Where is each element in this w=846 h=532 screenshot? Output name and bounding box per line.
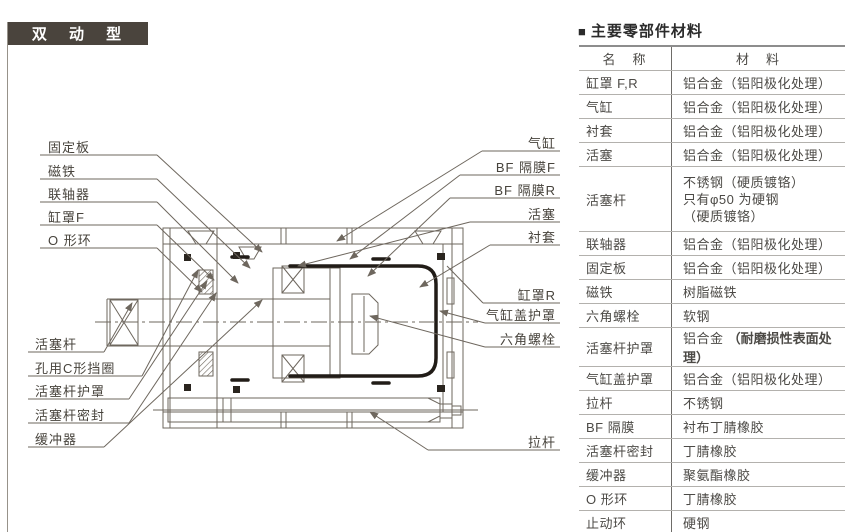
table-row: 活塞杆 不锈钢（硬质镀铬） 只有φ50 为硬钢 （硬质镀铬）: [579, 166, 845, 232]
part-name: 固定板: [579, 255, 672, 280]
page-title: 双 动 型: [31, 26, 131, 43]
part-name: 衬套: [579, 118, 672, 143]
part-name: 活塞杆护罩: [579, 327, 672, 367]
part-material: 铝合金（铝阳极化处理）: [671, 142, 845, 167]
part-name: 气缸: [579, 94, 672, 119]
part-name: BF 隔膜: [579, 414, 672, 439]
label-head-cover-guard: 气缸盖护罩: [486, 308, 556, 323]
part-material: 树脂磁铁: [671, 279, 845, 304]
part-name: 止动环: [579, 510, 672, 532]
part-material: 丁腈橡胶: [671, 486, 845, 511]
materials-table: 名 称 材 料 缸罩 F,R 铝合金（铝阳极化处理） 气缸 铝合金（铝阳极化处理…: [579, 45, 845, 532]
tie-rod-drawing: [153, 397, 478, 423]
label-head-cover-f: 缸罩F: [48, 210, 85, 225]
bf-diaphragm-drawing: [230, 255, 438, 385]
label-bushing: 衬套: [528, 230, 556, 245]
part-name: 六角螺栓: [579, 303, 672, 328]
part-material: 铝合金（铝阳极化处理）: [671, 255, 845, 280]
part-material: 丁腈橡胶: [671, 438, 845, 463]
part-name: 活塞杆密封: [579, 438, 672, 463]
label-coupling: 联轴器: [48, 187, 90, 202]
part-name: 磁铁: [579, 279, 672, 304]
label-tie-rod: 拉杆: [528, 435, 556, 450]
label-bf-diaphragm-f: BF 隔膜F: [496, 160, 556, 175]
label-o-ring: O 形环: [48, 233, 92, 248]
table-row: O 形环 丁腈橡胶: [579, 486, 845, 511]
label-cushion: 缓冲器: [35, 432, 77, 447]
table-row: BF 隔膜 衬布丁腈橡胶: [579, 414, 845, 439]
part-material: 铝合金（铝阳极化处理）: [671, 70, 845, 95]
cylinder-cross-section-diagram: 固定板 磁铁 联轴器 缸罩F O 形环 活塞杆 孔用C形挡圈 活塞杆护罩 活塞杆…: [28, 136, 560, 451]
part-name: 联轴器: [579, 231, 672, 256]
part-material: 铝合金（铝阳极化处理）: [671, 94, 845, 119]
table-row: 联轴器 铝合金（铝阳极化处理）: [579, 231, 845, 256]
label-hex-bolt: 六角螺栓: [500, 332, 556, 347]
label-bf-diaphragm-r: BF 隔膜R: [494, 183, 556, 198]
part-name: 活塞杆: [579, 166, 672, 232]
part-material: 铝合金（铝阳极化处理）: [671, 118, 845, 143]
table-row: 磁铁 树脂磁铁: [579, 279, 845, 304]
part-material: 铝合金（铝阳极化处理）: [671, 231, 845, 256]
label-piston: 活塞: [528, 207, 556, 222]
table-row: 气缸 铝合金（铝阳极化处理）: [579, 94, 845, 119]
table-row: 固定板 铝合金（铝阳极化处理）: [579, 255, 845, 280]
part-material: 不锈钢（硬质镀铬） 只有φ50 为硬钢 （硬质镀铬）: [671, 166, 845, 232]
label-magnet: 磁铁: [48, 164, 76, 179]
table-row: 活塞杆密封 丁腈橡胶: [579, 438, 845, 463]
col-header-name: 名 称: [579, 46, 672, 71]
table-row: 缓冲器 聚氨酯橡胶: [579, 462, 845, 487]
table-row: 拉杆 不锈钢: [579, 390, 845, 415]
table-row: 六角螺栓 软钢: [579, 303, 845, 328]
part-material: 铝合金（铝阳极化处理）: [671, 366, 845, 391]
table-row: 活塞 铝合金（铝阳极化处理）: [579, 142, 845, 167]
part-material: 聚氨酯橡胶: [671, 462, 845, 487]
part-material: 不锈钢: [671, 390, 845, 415]
table-row: 气缸盖护罩 铝合金（铝阳极化处理）: [579, 366, 845, 391]
label-cylinder: 气缸: [528, 136, 556, 151]
label-head-cover-r: 缸罩R: [518, 288, 556, 303]
label-fixing-plate: 固定板: [48, 140, 90, 155]
part-name: 缓冲器: [579, 462, 672, 487]
piston-assembly-drawing: [272, 265, 379, 383]
label-underlines: [28, 150, 560, 451]
part-name: 缸罩 F,R: [579, 70, 672, 95]
label-rod-guard: 活塞杆护罩: [35, 384, 105, 399]
square-bullet-icon: ■: [578, 24, 587, 39]
piston-rod-drawing: [106, 269, 330, 377]
part-name: 活塞: [579, 142, 672, 167]
part-material: 铝合金 （耐磨损性表面处理）: [671, 327, 845, 367]
leader-lines: [103, 150, 491, 451]
table-row: 止动环 硬钢: [579, 510, 845, 532]
part-material: 软钢: [671, 303, 845, 328]
part-labels: 固定板 磁铁 联轴器 缸罩F O 形环 活塞杆 孔用C形挡圈 活塞杆护罩 活塞杆…: [35, 136, 556, 450]
table-row: 衬套 铝合金（铝阳极化处理）: [579, 118, 845, 143]
label-rod-seal: 活塞杆密封: [35, 408, 105, 423]
part-material: 衬布丁腈橡胶: [671, 414, 845, 439]
part-name: 拉杆: [579, 390, 672, 415]
table-header-row: 名 称 材 料: [579, 46, 845, 71]
table-row: 活塞杆护罩 铝合金 （耐磨损性表面处理）: [579, 327, 845, 367]
part-material: 硬钢: [671, 510, 845, 532]
table-section-title-text: 主要零部件材料: [590, 23, 703, 40]
table-section-title: ■主要零部件材料: [578, 20, 703, 41]
section-title-bar: 双 动 型: [8, 22, 148, 45]
materials-table-container: 名 称 材 料 缸罩 F,R 铝合金（铝阳极化处理） 气缸 铝合金（铝阳极化处理…: [579, 45, 845, 532]
left-margin-rule: [7, 22, 8, 532]
table-row: 缸罩 F,R 铝合金（铝阳极化处理）: [579, 70, 845, 95]
label-piston-rod: 活塞杆: [35, 337, 77, 352]
part-name: O 形环: [579, 486, 672, 511]
label-c-retaining-ring: 孔用C形挡圈: [35, 361, 115, 376]
col-header-material: 材 料: [671, 46, 845, 71]
cylinder-body-outline: [162, 227, 464, 429]
part-name: 气缸盖护罩: [579, 366, 672, 391]
